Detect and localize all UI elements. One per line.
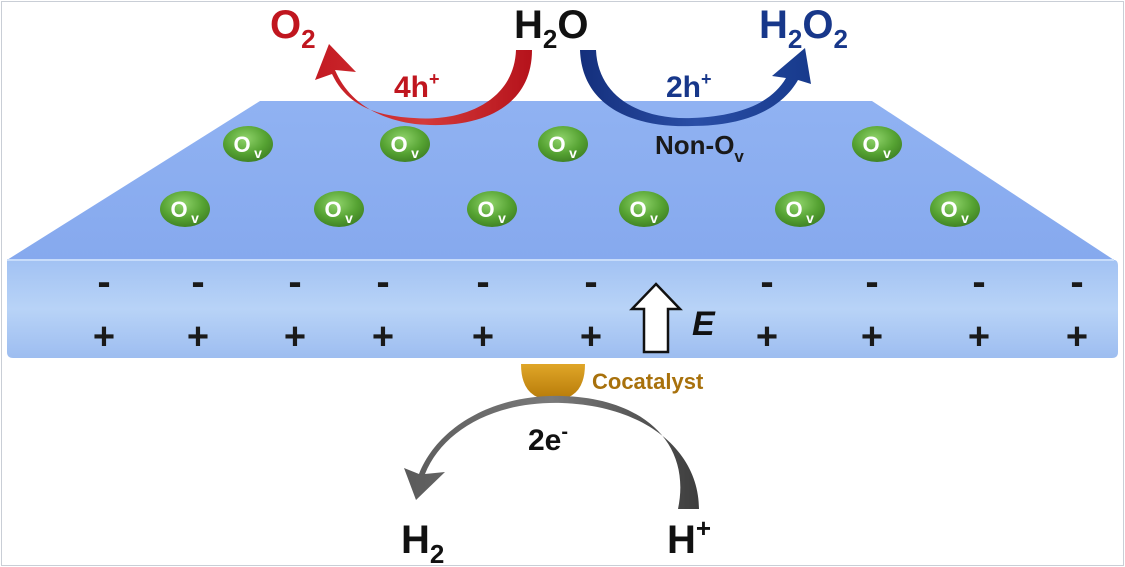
svg-text:O: O <box>862 132 879 157</box>
vacancy-marker: O v <box>467 191 517 227</box>
svg-text:O: O <box>629 197 646 222</box>
vacancy-marker: O v <box>619 191 669 227</box>
svg-text:v: v <box>191 210 199 226</box>
positive-charge: + <box>187 316 209 358</box>
oxidation-arrow <box>315 44 532 126</box>
svg-text:O: O <box>548 132 565 157</box>
svg-text:O: O <box>233 132 250 157</box>
positive-charge: + <box>284 316 306 358</box>
positive-charge: + <box>580 316 602 358</box>
svg-text:v: v <box>883 145 891 161</box>
oxygen-product: O2 <box>270 3 316 54</box>
hydrogen-product: H2 <box>401 518 444 565</box>
svg-text:v: v <box>650 210 658 226</box>
vacancy-marker: O v <box>380 126 430 162</box>
positive-charge: + <box>861 316 883 358</box>
svg-text:v: v <box>345 210 353 226</box>
negative-charge: - <box>376 260 389 304</box>
positive-charge: + <box>372 316 394 358</box>
negative-charge: - <box>97 260 110 304</box>
svg-text:O: O <box>940 197 957 222</box>
svg-text:v: v <box>961 210 969 226</box>
vacancy-marker: O v <box>538 126 588 162</box>
cocatalyst-particle <box>521 364 585 400</box>
vacancy-marker: O v <box>314 191 364 227</box>
svg-text:O: O <box>170 197 187 222</box>
positive-charge: + <box>472 316 494 358</box>
svg-text:v: v <box>498 210 506 226</box>
vacancy-marker: O v <box>223 126 273 162</box>
non-vacancy-label: Non-Ov <box>655 130 744 166</box>
electrons-label: 2e- <box>528 421 568 457</box>
negative-charge: - <box>288 260 301 304</box>
negative-charge: - <box>972 260 985 304</box>
negative-charge: - <box>584 260 597 304</box>
svg-text:v: v <box>254 145 262 161</box>
negative-charge: - <box>191 260 204 304</box>
peroxide-product: H2O2 <box>759 3 848 54</box>
holes-four-label: 4h+ <box>394 69 440 104</box>
water-reactant: H2O <box>514 3 588 54</box>
negative-charge: - <box>476 260 489 304</box>
oxygen-vacancies: O v O v O v O v O v O v O <box>160 126 980 227</box>
semiconductor-top-face <box>7 101 1114 260</box>
positive-charge: + <box>93 316 115 358</box>
cocatalyst-label: Cocatalyst <box>592 369 704 394</box>
electric-field-arrow-icon <box>629 282 683 354</box>
holes-two-label: 2h+ <box>666 69 712 104</box>
negative-charges: - - - - - - - - - - <box>97 260 1083 304</box>
negative-charge: - <box>865 260 878 304</box>
negative-charge: - <box>760 260 773 304</box>
svg-text:v: v <box>411 145 419 161</box>
svg-text:v: v <box>806 210 814 226</box>
positive-charge: + <box>1066 316 1088 358</box>
semiconductor-front-face <box>7 260 1118 358</box>
positive-charge: + <box>968 316 990 358</box>
svg-text:O: O <box>785 197 802 222</box>
svg-text:O: O <box>477 197 494 222</box>
peroxide-arrow <box>580 48 811 127</box>
svg-text:O: O <box>390 132 407 157</box>
svg-text:O: O <box>324 197 341 222</box>
positive-charges: + + + + + + + + + + <box>93 316 1088 358</box>
svg-text:v: v <box>569 145 577 161</box>
positive-charge: + <box>756 316 778 358</box>
vacancy-marker: O v <box>160 191 210 227</box>
vacancy-marker: O v <box>775 191 825 227</box>
vacancy-marker: O v <box>852 126 902 162</box>
negative-charge: - <box>1070 260 1083 304</box>
vacancy-marker: O v <box>930 191 980 227</box>
proton-reactant: H+ <box>667 513 711 562</box>
electric-field-label: E <box>692 305 716 343</box>
